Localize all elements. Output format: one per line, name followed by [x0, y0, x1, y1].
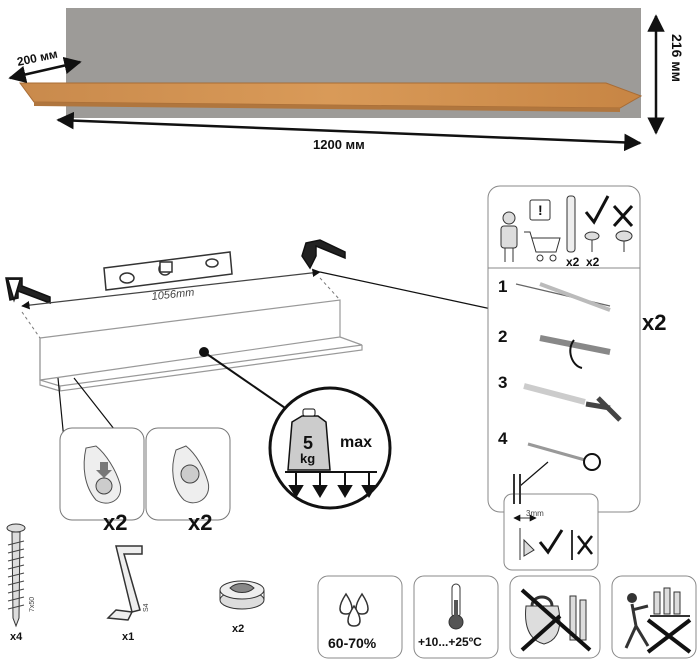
hex-key — [106, 545, 143, 621]
key-size-label: S4 — [143, 603, 150, 612]
gap-inset — [503, 474, 599, 571]
worker-icon — [500, 211, 518, 262]
hardware-screw — [6, 523, 26, 628]
step-drawings — [515, 282, 622, 487]
mount-arrow-left — [5, 277, 51, 305]
load-max: max — [340, 434, 372, 451]
temperature-label: +10...+25ºC — [418, 635, 482, 649]
repeat-qty: x2 — [642, 310, 666, 335]
cross-icon — [612, 204, 634, 228]
cam-lock — [219, 580, 265, 610]
mounting-steps-panel: ! — [487, 185, 641, 513]
bracket-count-b: x2 — [188, 510, 212, 535]
step-1: 1 — [498, 277, 507, 296]
bracket-count-a: x2 — [103, 510, 127, 535]
bracket-detail-b — [145, 427, 231, 521]
height-label: 216 мм — [669, 34, 685, 82]
warning-icon: ! — [529, 199, 551, 221]
cart-icon — [524, 231, 561, 262]
humidity-label: 60-70% — [328, 635, 377, 651]
width-arrow — [56, 111, 642, 152]
temperature-box — [413, 575, 499, 659]
screw-qty-label: x4 — [10, 631, 23, 643]
load-value: 5 — [303, 433, 313, 453]
max-load-badge — [268, 386, 392, 510]
installation-view — [5, 239, 497, 441]
depth-label: 200 мм — [16, 47, 59, 69]
no-heavy-load-box — [509, 575, 601, 659]
cam-qty-label: x2 — [232, 623, 244, 635]
key-qty-label: x1 — [122, 631, 134, 643]
gap-label: 3mm — [526, 509, 544, 518]
load-unit: kg — [300, 451, 315, 466]
anchor-icon — [566, 195, 576, 253]
shelf-product-view — [19, 8, 643, 118]
screw-icon-top — [584, 230, 633, 252]
step-4: 4 — [498, 429, 508, 448]
humidity-box — [317, 575, 403, 659]
step-2: 2 — [498, 327, 507, 346]
width-label: 1200 мм — [313, 137, 365, 152]
check-icon — [584, 195, 610, 225]
step-3: 3 — [498, 373, 507, 392]
no-climbing-box — [611, 575, 697, 659]
wood-shelf — [19, 82, 643, 109]
svg-text:!: ! — [538, 202, 543, 218]
screw-size-label: 7x50 — [29, 597, 36, 612]
load-arrows — [288, 472, 377, 498]
level-distance-label: 1056mm — [151, 287, 195, 303]
depth-arrow — [8, 56, 82, 84]
dimension-lines — [8, 14, 665, 152]
screw-qty: x2 — [586, 255, 600, 269]
anchor-qty: x2 — [566, 255, 580, 269]
mount-arrow-right — [301, 239, 346, 270]
bracket-detail-a — [59, 427, 145, 521]
